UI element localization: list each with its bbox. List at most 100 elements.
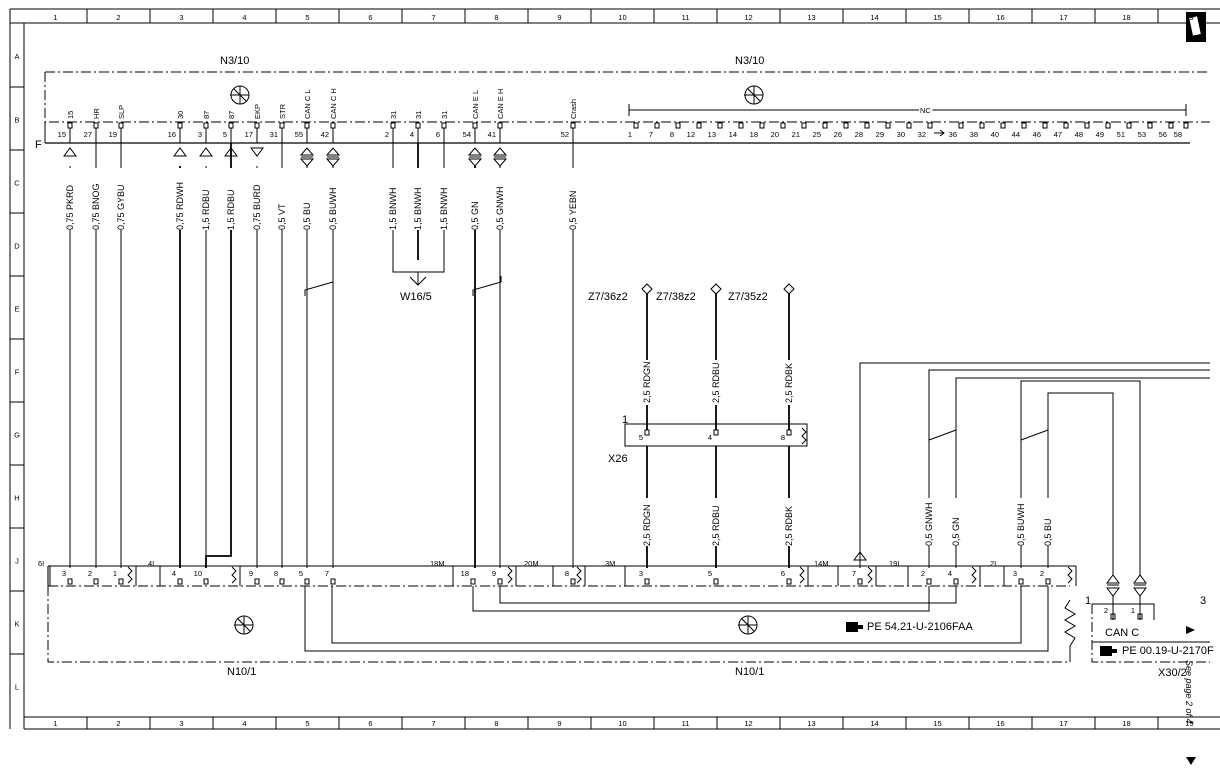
svg-text:42: 42 [321,130,329,139]
svg-text:30: 30 [176,111,185,119]
column-label: 7 [431,13,435,22]
wire: 0,75 PKRD [65,166,75,568]
row-label: H [14,494,19,503]
n10-1-label: N10/1 [227,666,256,678]
row-label: G [14,431,20,440]
column-label: 15 [933,13,941,22]
n10-1-label-right: N10/1 [735,666,764,678]
wire: 1,5 BNWH [388,143,398,260]
wire-label: 0,5 BUWH [1016,503,1026,546]
n10-pin: 5 [299,569,303,578]
n10-connector: 19I [889,559,981,586]
column-label: 12 [744,13,752,22]
svg-text:87: 87 [227,111,236,119]
column-label: 9 [557,13,561,22]
column-label: 13 [807,13,815,22]
n10-pin: 7 [852,569,856,578]
wire: 0,5 BU [302,166,312,568]
w16-5-label: W16/5 [400,291,432,303]
svg-text:55: 55 [295,130,303,139]
n3-pin: CAN E L54 [463,90,483,167]
column-label: 6 [368,719,372,728]
svg-text:6: 6 [436,130,440,139]
n3-10-label-right: N3/10 [735,55,764,67]
column-label: 5 [305,719,309,728]
svg-text:0,5 GN: 0,5 GN [470,201,480,230]
svg-text:16: 16 [168,130,176,139]
wire: 0,5 GNWH [495,166,505,568]
column-label: 10 [618,13,626,22]
see-next-page[interactable]: See page 2 of 4 [1184,660,1196,765]
wire: 0,75 BURD [252,166,262,568]
svg-text:0,75 BURD: 0,75 BURD [252,184,262,230]
column-label: 4 [242,719,246,728]
svg-text:2,5 RDBK: 2,5 RDBK [784,506,794,546]
nc-pin: 14 [729,130,737,139]
n10-pin: 1 [113,569,117,578]
ecu-symbol-icon [738,615,758,635]
ecu-symbol-icon [230,85,250,105]
w16-5-ground-point: W16/5 [392,260,445,303]
nc-pin: 44 [1012,130,1020,139]
column-label: 8 [494,13,498,22]
row-label: B [14,116,19,125]
svg-text:0,75 PKRD: 0,75 PKRD [65,184,75,230]
n10-pin: 6 [781,569,785,578]
svg-text:0,75 RDWH: 0,75 RDWH [175,182,185,230]
n10-pin: 2 [88,569,92,578]
wire: 0,5 YEBN [568,143,578,568]
wire: 1,5 RDBU [205,143,236,568]
svg-text:CAN E L: CAN E L [471,90,480,119]
svg-text:3M: 3M [605,559,615,568]
wire: 0,5 GN [470,166,480,568]
column-label: 16 [996,719,1004,728]
nc-pin: 40 [991,130,999,139]
svg-text:31: 31 [270,130,278,139]
n10-pin: 3 [1013,569,1017,578]
wire: 1,5 BNWH [413,143,423,260]
column-label: 4 [242,13,246,22]
svg-text:41: 41 [488,130,496,139]
nc-label: NC [920,106,931,115]
column-label: 13 [807,719,815,728]
column-label: 14 [870,13,878,22]
n3-pin: 873 [198,111,213,157]
svg-text:2,5 RDBU: 2,5 RDBU [711,505,721,546]
arrow-right-icon [1186,626,1195,634]
nc-pin: 38 [970,130,978,139]
row-label: E [14,305,19,314]
svg-text:1,5 BNWH: 1,5 BNWH [439,187,449,230]
svg-text:0,5 GNWH: 0,5 GNWH [495,186,505,230]
wire: 0,75 GYBU [116,143,126,568]
column-label: 9 [557,719,561,728]
svg-text:87: 87 [202,111,211,119]
column-label: 3 [179,13,183,22]
arrow-right-icon [934,129,945,137]
svg-text:2,5 RDGN: 2,5 RDGN [642,504,652,546]
nc-pin: 47 [1054,130,1062,139]
up-arrow-icon [853,551,867,561]
ecu-symbol-icon [744,85,764,105]
nc-pin: 28 [855,130,863,139]
x26-label: X26 [608,453,628,465]
n10-connector: 20M [524,559,586,586]
n10-1-control-unit: N10/1 N10/1 PE 54.21-U-2106FAA [47,565,1076,678]
svg-text:0,5 VT: 0,5 VT [277,203,287,230]
column-label: 2 [116,719,120,728]
svg-text:1: 1 [1085,595,1091,607]
column-label: 1 [53,13,57,22]
nc-pin: 36 [949,130,957,139]
ecu-symbol-icon [234,615,254,635]
n10-connector: 4I [148,559,241,586]
svg-text:27: 27 [84,130,92,139]
wire: 0,75 RDWH [175,166,185,568]
n10-connector: 2I [990,559,1077,586]
n10-pin: 5 [708,569,712,578]
